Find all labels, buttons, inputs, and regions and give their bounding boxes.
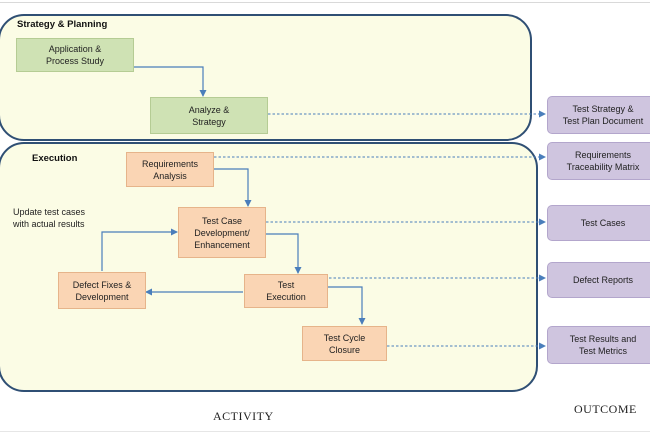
activity-requirements-analysis: Requirements Analysis <box>126 152 214 187</box>
activity-column-label: ACTIVITY <box>213 409 274 423</box>
activity-test-execution: Test Execution <box>244 274 328 308</box>
arrow-study-to-analyze <box>134 66 207 97</box>
arrow-exec-to-closure <box>327 286 366 325</box>
outcome-test-results-metrics: Test Results and Test Metrics <box>547 326 650 364</box>
activity-test-cycle-closure: Test Cycle Closure <box>302 326 387 361</box>
outcome-test-strategy-plan: Test Strategy & Test Plan Document <box>547 96 650 134</box>
arrow-defect-to-tcdev <box>101 228 178 271</box>
activity-application-process-study: Application & Process Study <box>16 38 134 72</box>
outcome-column-label: OUTCOME <box>574 402 637 416</box>
top-divider <box>0 2 650 3</box>
activity-defect-fixes: Defect Fixes & Development <box>58 272 146 309</box>
activity-analyze-strategy: Analyze & Strategy <box>150 97 268 134</box>
outcome-traceability-matrix: Requirements Traceability Matrix <box>547 142 650 180</box>
execution-title: Execution <box>32 153 78 164</box>
arrow-tcdev-to-exec <box>265 233 302 274</box>
activity-test-case-development: Test Case Development/ Enhancement <box>178 207 266 258</box>
outcome-defect-reports: Defect Reports <box>547 262 650 298</box>
execution-panel <box>0 142 538 392</box>
strategy-planning-title: Strategy & Planning <box>17 19 108 30</box>
outcome-test-cases: Test Cases <box>547 205 650 241</box>
update-test-cases-note: Update test cases with actual results <box>13 207 86 229</box>
bottom-divider <box>0 431 650 432</box>
arrow-req-to-tcdev <box>213 168 252 207</box>
